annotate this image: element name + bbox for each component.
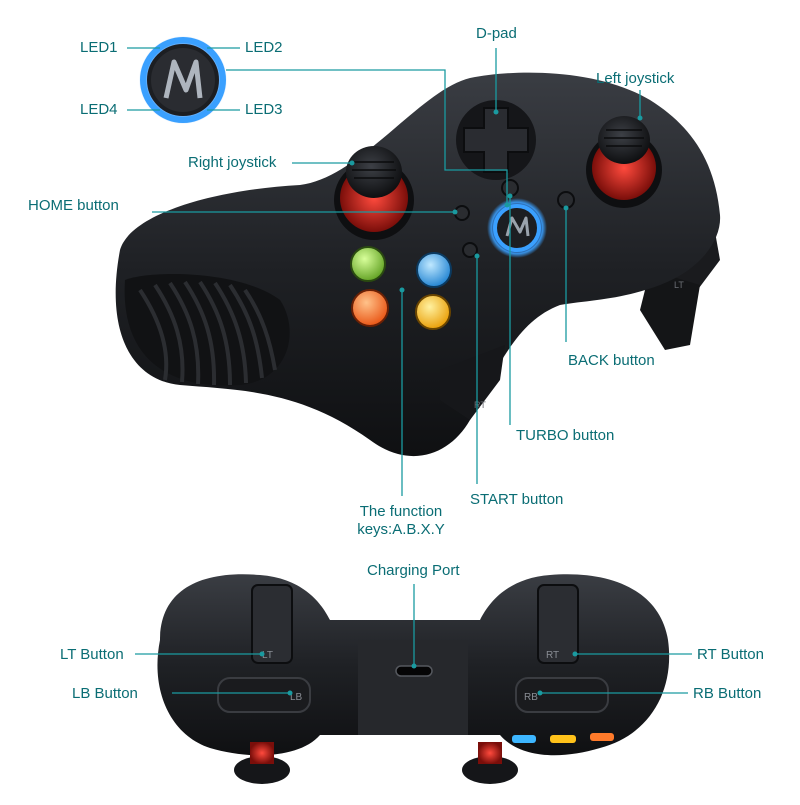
right-joystick[interactable]: [334, 146, 414, 240]
rear-center-panel: [358, 640, 468, 735]
rb-bumper[interactable]: [515, 677, 609, 713]
dpad[interactable]: [456, 100, 536, 180]
label-rt-button: RT Button: [697, 646, 764, 663]
lb-bumper[interactable]: [217, 677, 311, 713]
rt-marking: RT: [546, 650, 559, 661]
label-led2: LED2: [245, 39, 283, 56]
label-dpad: D-pad: [476, 25, 517, 42]
start-small-button[interactable]: [462, 242, 478, 258]
leader-lines: [127, 47, 692, 694]
button-b[interactable]: [351, 289, 389, 327]
rt-trigger[interactable]: [537, 584, 579, 664]
label-start-button: START button: [470, 491, 564, 508]
led-ring-icon: [139, 36, 227, 124]
button-y[interactable]: [415, 294, 451, 330]
label-function-keys-line1: The function: [359, 503, 443, 520]
brand-logo-icon: [163, 59, 203, 99]
rear-stick-left-ring: [250, 742, 274, 764]
label-turbo-button: TURBO button: [516, 427, 615, 444]
label-home-button: HOME button: [28, 197, 119, 214]
rear-hint-orange: [590, 733, 614, 741]
label-rb-button: RB Button: [693, 685, 762, 702]
label-back-button: BACK button: [568, 352, 655, 369]
rear-hint-blue: [512, 735, 536, 743]
rear-hint-yellow: [550, 735, 576, 743]
label-led3: LED3: [245, 101, 283, 118]
lt-trigger[interactable]: [251, 584, 293, 664]
abxy-buttons[interactable]: [350, 246, 452, 330]
button-x[interactable]: [416, 252, 452, 288]
label-led4: LED4: [80, 101, 118, 118]
lb-marking: LB: [290, 692, 303, 703]
button-a[interactable]: [350, 246, 386, 282]
label-function-keys: The function keys:A.B.X.Y: [346, 503, 456, 539]
rear-stick-right: [462, 756, 518, 784]
controller-top-view: LB LT RT: [115, 72, 721, 457]
top-rt-trigger: [440, 345, 505, 420]
label-function-keys-line2: keys:A.B.X.Y: [357, 521, 445, 538]
label-right-joystick: Right joystick: [188, 154, 277, 171]
rear-stick-right-ring: [478, 742, 502, 764]
top-lt-marking: LT: [674, 280, 684, 290]
label-led1: LED1: [80, 39, 118, 56]
top-rt-marking: RT: [474, 400, 486, 410]
controller-rear-view: LT RT LB RB: [157, 574, 670, 784]
rb-marking: RB: [524, 692, 538, 703]
home-led-button[interactable]: [487, 198, 547, 258]
label-lt-button: LT Button: [60, 646, 124, 663]
left-joystick[interactable]: [586, 116, 662, 208]
label-lb-button: LB Button: [72, 685, 138, 702]
label-left-joystick: Left joystick: [596, 70, 675, 87]
rear-stick-left: [234, 756, 290, 784]
label-charging-port: Charging Port: [367, 562, 460, 579]
lt-marking: LT: [262, 650, 273, 661]
top-lt-trigger: [640, 270, 700, 350]
leader-dots: [259, 109, 643, 696]
